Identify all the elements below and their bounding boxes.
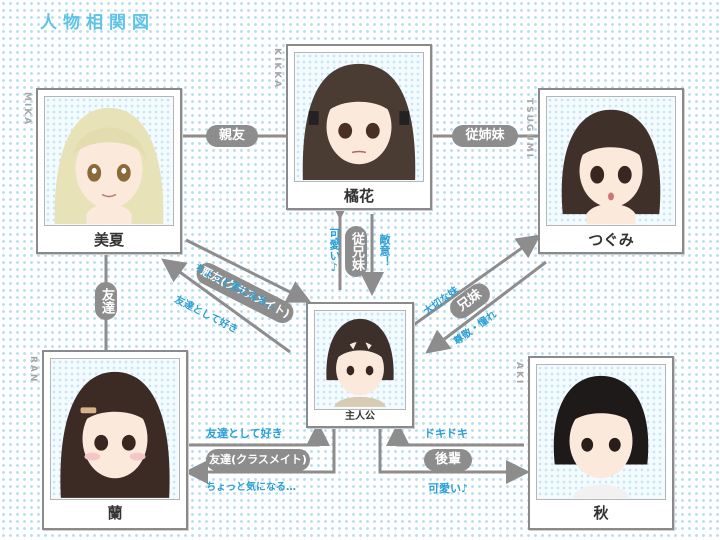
- protagonist-face-icon: [326, 318, 394, 407]
- kikka-face-icon: [302, 63, 416, 181]
- kikka-romaji: KIKKA: [272, 48, 282, 90]
- aki-face-icon: [553, 375, 649, 498]
- label-protagonist-to-ran: ちょっと気になる…: [206, 482, 296, 493]
- card-kikka[interactable]: 橘花: [286, 44, 432, 210]
- label-ran-to-protagonist: 友達として好き: [206, 427, 283, 440]
- card-mika[interactable]: 美夏: [36, 88, 182, 254]
- kikka-portrait: [294, 52, 424, 182]
- relation-kikka-protagonist: 従兄妹: [345, 226, 367, 277]
- aki-name: 秋: [593, 504, 609, 522]
- arrow-tsugumi-to-protag: [425, 260, 547, 354]
- tsugumi-face-icon: [561, 109, 661, 225]
- arrow-protag-to-ran: [184, 428, 336, 484]
- arrow-protag-to-mika: [161, 258, 291, 354]
- ran-portrait: [50, 358, 180, 500]
- card-ran[interactable]: 蘭: [42, 350, 188, 530]
- aki-portrait: [536, 364, 666, 500]
- mika-portrait: [44, 96, 174, 226]
- tsugumi-portrait: [546, 96, 676, 226]
- label-protagonist-to-aki: 可愛い♪: [428, 482, 469, 495]
- kikka-name: 橘花: [343, 187, 374, 205]
- protagonist-portrait: [314, 310, 406, 410]
- relation-aki-protagonist: 後輩: [424, 449, 472, 471]
- relation-kikka-tsugumi: 従姉妹: [452, 125, 518, 147]
- relation-ran-protagonist: 友達(クラスメイト): [206, 449, 310, 471]
- ran-face-icon: [60, 371, 170, 498]
- ran-romaji: RAN: [28, 356, 38, 384]
- tsugumi-name: つぐみ: [588, 231, 634, 249]
- arrow-protag-to-aki: [378, 428, 530, 484]
- aki-romaji: AKI: [514, 362, 524, 386]
- mika-name: 美夏: [93, 231, 124, 249]
- label-aki-to-protagonist: ドキドキ: [424, 427, 468, 440]
- mika-face-icon: [54, 107, 164, 225]
- page-title: 人物相関図: [40, 13, 155, 33]
- mika-romaji: MIKA: [22, 92, 32, 127]
- card-protagonist[interactable]: 主人公: [306, 302, 414, 428]
- label-protagonist-to-kikka: 可愛い♪: [328, 228, 341, 274]
- ran-name: 蘭: [107, 504, 123, 522]
- tsugumi-romaji: TSUGUMI: [524, 98, 534, 159]
- arrow-aki-to-protag: [386, 422, 524, 447]
- label-kikka-to-protagonist: 敵意！: [378, 234, 391, 267]
- arrow-ran-to-protag: [186, 422, 330, 447]
- relation-mika-kikka: 親友: [206, 125, 258, 147]
- relation-mika-ran: 友達: [95, 282, 117, 320]
- protagonist-name: 主人公: [345, 411, 375, 422]
- card-tsugumi[interactable]: つぐみ: [538, 88, 684, 254]
- arrow-mika-to-protag: [185, 238, 312, 303]
- card-aki[interactable]: 秋: [528, 356, 674, 530]
- arrow-protag-to-tsugumi: [411, 234, 541, 328]
